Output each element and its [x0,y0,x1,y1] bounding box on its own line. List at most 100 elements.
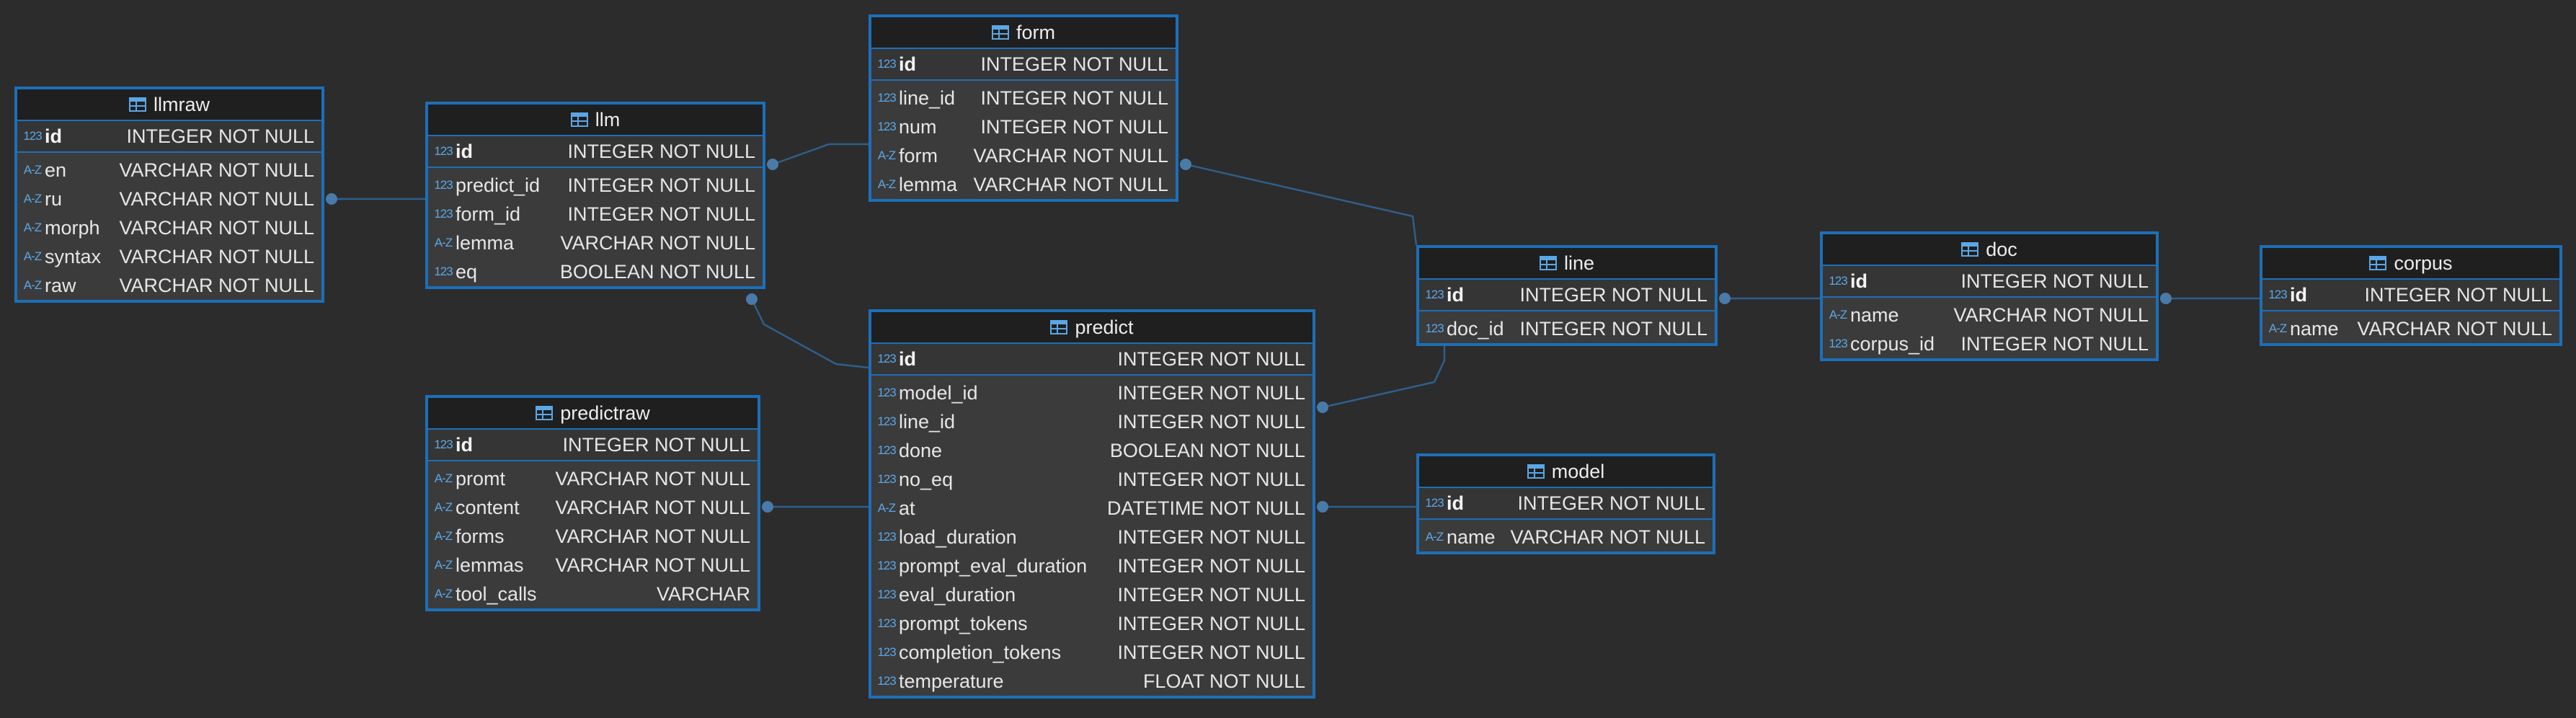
number-type-icon: 123 [23,129,42,143]
number-type-icon: 123 [877,559,896,572]
link-endpoint [767,159,778,170]
column-name: morph [45,216,100,239]
column-type: INTEGER NOT NULL [1117,410,1305,433]
column-type: VARCHAR NOT NULL [1510,526,1705,548]
column-name: no_eq [899,468,954,490]
link-endpoint [746,293,758,305]
column-type: VARCHAR NOT NULL [555,467,750,489]
number-type-icon: 123 [877,616,896,630]
number-type-icon: 123 [1425,496,1444,510]
table-header[interactable]: doc [1823,234,2156,266]
column-type: INTEGER NOT NULL [567,203,755,225]
number-type-icon: 123 [877,352,896,365]
text-type-icon: A-Z [877,149,896,162]
table-icon [570,112,588,127]
column-name: syntax [45,245,102,267]
table-header[interactable]: model [1419,456,1713,488]
column-name: completion_tokens [899,641,1062,663]
column-name: prompt_tokens [899,612,1028,634]
table-header[interactable]: predict [871,312,1313,344]
column-type: INTEGER NOT NULL [567,174,755,196]
column-name: form [899,144,938,167]
column-name: raw [45,274,76,296]
column-type: VARCHAR NOT NULL [555,525,750,547]
column-name: ru [45,187,63,210]
table-header[interactable]: line [1419,248,1715,280]
text-type-icon: A-Z [23,192,42,205]
column-name: content [456,496,520,518]
column-name: done [899,439,943,461]
column-type: INTEGER NOT NULL [1117,468,1305,490]
column-type: VARCHAR NOT NULL [119,159,314,181]
column-name: eq [456,260,478,283]
column-name: predict_id [456,174,541,196]
column-type: INTEGER NOT NULL [1960,332,2149,355]
table-icon [1539,256,1557,270]
number-type-icon: 123 [877,386,896,399]
table-title: llm [595,108,621,130]
table-icon [1050,320,1068,334]
link-endpoint [1317,402,1328,413]
table-title: predictraw [560,402,650,424]
table-header[interactable]: llm [428,105,763,136]
table-header[interactable]: corpus [2262,248,2559,280]
text-type-icon: A-Z [23,249,42,263]
table-header[interactable]: predictraw [428,398,758,430]
table-header[interactable]: form [871,17,1176,49]
table-header[interactable]: llmraw [17,89,321,121]
table-icon [1961,242,1979,257]
